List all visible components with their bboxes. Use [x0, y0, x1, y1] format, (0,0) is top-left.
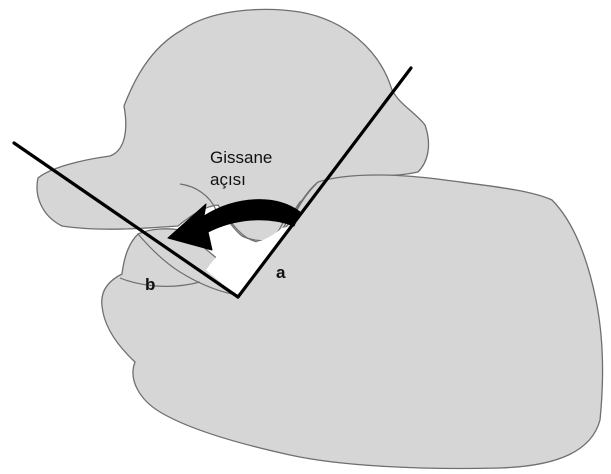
- angle-caption-line2: açısı: [210, 170, 246, 189]
- point-a-label: a: [276, 263, 286, 282]
- point-b-label: b: [145, 275, 155, 294]
- angle-caption-line1: Gissane: [210, 148, 272, 167]
